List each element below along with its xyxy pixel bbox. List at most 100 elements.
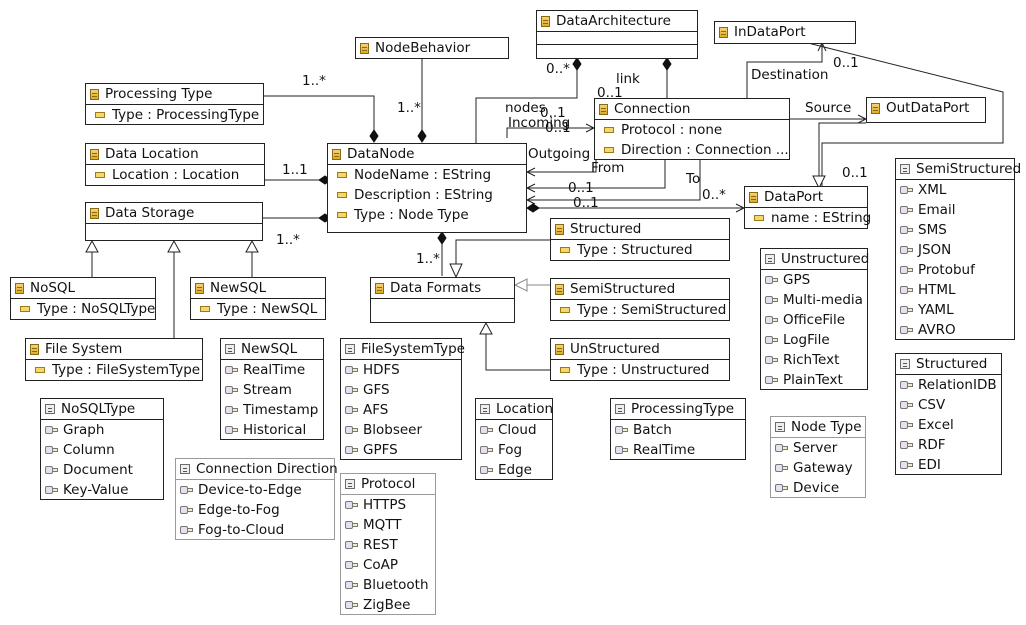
class-name: Data Location xyxy=(105,146,199,162)
multiplicity-label: 0..1 xyxy=(545,120,571,136)
enum-connection-direction[interactable]: Connection Direction Device-to-Edge Edge… xyxy=(175,458,338,540)
literal-row: Email xyxy=(898,200,1012,220)
enum-icon xyxy=(225,344,235,354)
enum-protocol[interactable]: Protocol HTTPS MQTT REST CoAP Bluetooth … xyxy=(340,473,436,615)
class-icon xyxy=(871,102,880,114)
class-out-data-port[interactable]: OutDataPort xyxy=(866,97,986,123)
literal-row: ZigBee xyxy=(343,595,433,615)
class-data-formats[interactable]: Data Formats xyxy=(370,277,515,323)
literal-icon xyxy=(900,380,914,390)
class-data-node[interactable]: DataNode NodeName : EString Description … xyxy=(327,143,527,233)
class-unstructured[interactable]: UnStructured Type : Unstructured xyxy=(550,338,730,381)
multiplicity-label: 0..1 xyxy=(568,180,594,196)
role-label: From xyxy=(591,160,625,176)
attribute-icon xyxy=(560,307,570,313)
class-processing-type[interactable]: Processing Type Type : ProcessingType xyxy=(85,83,264,125)
enum-nosql-type[interactable]: NoSQLType Graph Column Document Key-Valu… xyxy=(40,398,164,500)
attribute-row: Type : ProcessingType xyxy=(88,105,261,125)
literal-icon xyxy=(180,505,194,515)
enum-name: NoSQLType xyxy=(61,401,136,417)
literal-icon xyxy=(345,405,359,415)
attribute-icon xyxy=(604,127,614,133)
enum-structured[interactable]: Structured RelationIDB CSV Excel RDF EDI xyxy=(895,353,1002,475)
class-nosql[interactable]: NoSQL Type : NoSQLType xyxy=(10,277,156,320)
literal-row: SMS xyxy=(898,220,1012,240)
attribute-row: Type : NoSQLType xyxy=(13,299,155,319)
attribute-row: name : EString xyxy=(747,208,871,228)
class-icon xyxy=(749,191,758,203)
class-semi-structured[interactable]: SemiStructured Type : SemiStructured xyxy=(550,278,730,321)
enum-name: Protocol xyxy=(361,476,416,492)
enum-file-system-type[interactable]: FileSystemType HDFS GFS AFS Blobseer GPF… xyxy=(340,338,465,460)
class-structured[interactable]: Structured Type : Structured xyxy=(550,218,730,261)
enum-newsql[interactable]: NewSQL RealTime Stream Timestamp Histori… xyxy=(220,338,324,440)
literal-icon xyxy=(900,185,914,195)
multiplicity-label: 0..* xyxy=(546,61,570,77)
class-name: SemiStructured xyxy=(570,281,676,297)
class-node-behavior[interactable]: NodeBehavior xyxy=(355,37,509,59)
literal-icon xyxy=(345,365,359,375)
attribute-icon xyxy=(337,212,347,218)
class-in-data-port[interactable]: InDataPort xyxy=(714,21,856,44)
triangle-semistructured xyxy=(513,278,528,292)
edge-structured-generalization xyxy=(455,239,550,264)
multiplicity-label: 1..* xyxy=(302,73,326,89)
class-icon xyxy=(90,88,99,100)
class-name: OutDataPort xyxy=(886,100,970,116)
enum-name: Structured xyxy=(916,356,988,372)
enum-semi-structured[interactable]: SemiStructured XML Email SMS JSON Protob… xyxy=(895,158,1021,340)
triangle-filesystem xyxy=(167,239,181,253)
literal-row: EDI xyxy=(898,455,999,475)
class-icon xyxy=(90,207,99,219)
literal-icon xyxy=(45,465,59,475)
literal-icon xyxy=(480,445,494,455)
triangle-structured xyxy=(449,263,463,279)
literal-row: CSV xyxy=(898,395,999,415)
attribute-icon xyxy=(604,147,614,153)
class-data-architecture[interactable]: DataArchitecture xyxy=(536,10,698,59)
attribute-icon xyxy=(95,112,105,118)
diamond-arch-connection xyxy=(662,57,672,71)
enum-unstructured[interactable]: Unstructured GPS Multi-media OfficeFile … xyxy=(760,248,869,390)
literal-row: RelationIDB xyxy=(898,375,999,395)
class-data-port[interactable]: DataPort name : EString xyxy=(744,186,871,229)
class-connection[interactable]: Connection Protocol : none Direction : C… xyxy=(594,98,790,160)
edge-processing-type xyxy=(264,95,375,138)
attribute-icon xyxy=(35,367,45,373)
class-icon xyxy=(375,282,384,294)
attribute-icon xyxy=(337,172,347,178)
literal-icon xyxy=(345,425,359,435)
class-name: NodeBehavior xyxy=(375,40,471,56)
literal-icon xyxy=(345,385,359,395)
literal-row: Device xyxy=(773,478,863,498)
literal-row: RDF xyxy=(898,435,999,455)
enum-node-type[interactable]: Node Type Server Gateway Device xyxy=(770,416,866,498)
class-data-location[interactable]: Data Location Location : Location xyxy=(85,143,265,186)
class-data-storage[interactable]: Data Storage xyxy=(85,202,263,241)
class-newsql[interactable]: NewSQL Type : NewSQL xyxy=(190,277,326,320)
literal-icon xyxy=(480,425,494,435)
enum-icon xyxy=(900,164,910,174)
enum-name: SemiStructured xyxy=(916,161,1022,177)
literal-row: RichText xyxy=(763,350,865,370)
literal-row: Blobseer xyxy=(343,420,459,440)
literal-row: Gateway xyxy=(773,458,863,478)
diamond-processing xyxy=(369,129,379,143)
literal-icon xyxy=(900,400,914,410)
enum-name: FileSystemType xyxy=(361,341,465,357)
literal-row: Edge-to-Fog xyxy=(178,500,332,520)
class-icon xyxy=(360,42,369,54)
enum-name: Location xyxy=(496,401,554,417)
enum-processing-type[interactable]: ProcessingType Batch RealTime xyxy=(610,398,746,460)
class-file-system[interactable]: File System Type : FileSystemType xyxy=(25,338,203,381)
literal-row: Historical xyxy=(223,420,321,440)
literal-icon xyxy=(225,425,239,435)
literal-row: Protobuf xyxy=(898,260,1012,280)
literal-row: CoAP xyxy=(343,555,433,575)
literal-row: Key-Value xyxy=(43,480,161,500)
class-name: NewSQL xyxy=(210,280,267,296)
enum-location[interactable]: Location Cloud Fog Edge xyxy=(475,398,553,480)
literal-row: HTTPS xyxy=(343,495,433,515)
literal-row: OfficeFile xyxy=(763,310,865,330)
class-icon xyxy=(90,148,99,160)
